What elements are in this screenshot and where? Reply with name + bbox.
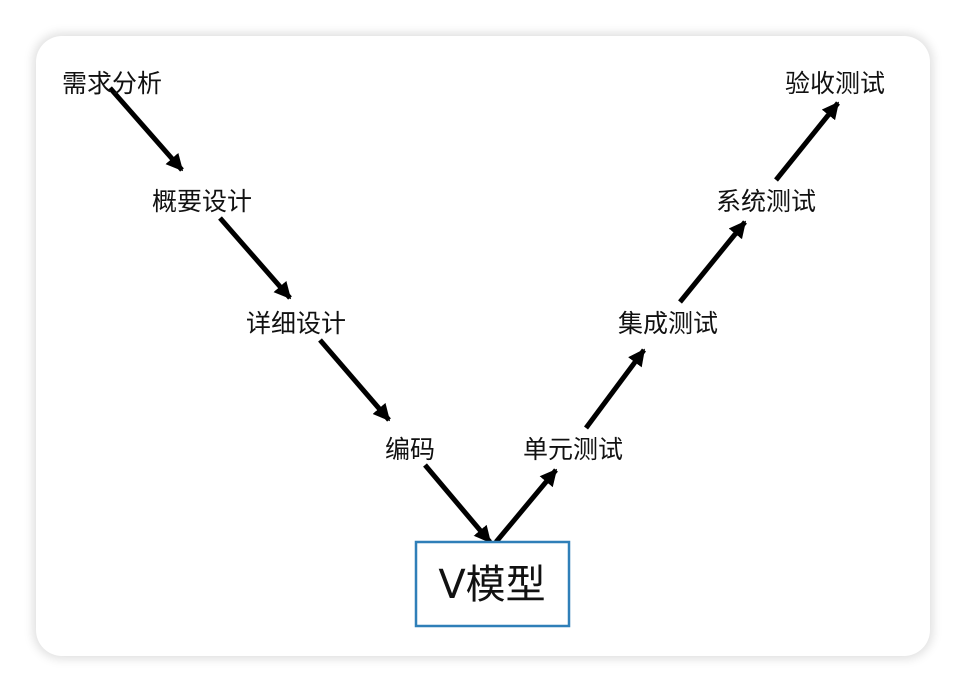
stage-overview-design: 概要设计	[152, 187, 252, 216]
stage-requirements: 需求分析	[62, 69, 162, 98]
arrow-coding-to-vmodel	[423, 463, 492, 544]
stage-system-test: 系统测试	[716, 187, 816, 216]
arrow-vmodel-to-unit-test	[494, 468, 558, 544]
v-model-title: V模型	[438, 562, 545, 608]
arrow-system-to-acceptance	[774, 101, 840, 182]
stage-acceptance-test: 验收测试	[785, 69, 885, 98]
arrow-detailed-to-coding	[318, 338, 391, 422]
stage-unit-test: 单元测试	[523, 435, 623, 464]
arrow-requirements-to-overview	[108, 86, 184, 172]
stage-detailed-design: 详细设计	[246, 309, 346, 338]
stage-coding: 编码	[385, 435, 435, 464]
arrow-overview-to-detailed	[218, 216, 292, 300]
stage-integration-test: 集成测试	[618, 309, 718, 338]
arrow-unit-to-integration	[583, 348, 647, 430]
v-model-box	[414, 540, 571, 628]
arrow-integration-to-system	[678, 220, 747, 304]
